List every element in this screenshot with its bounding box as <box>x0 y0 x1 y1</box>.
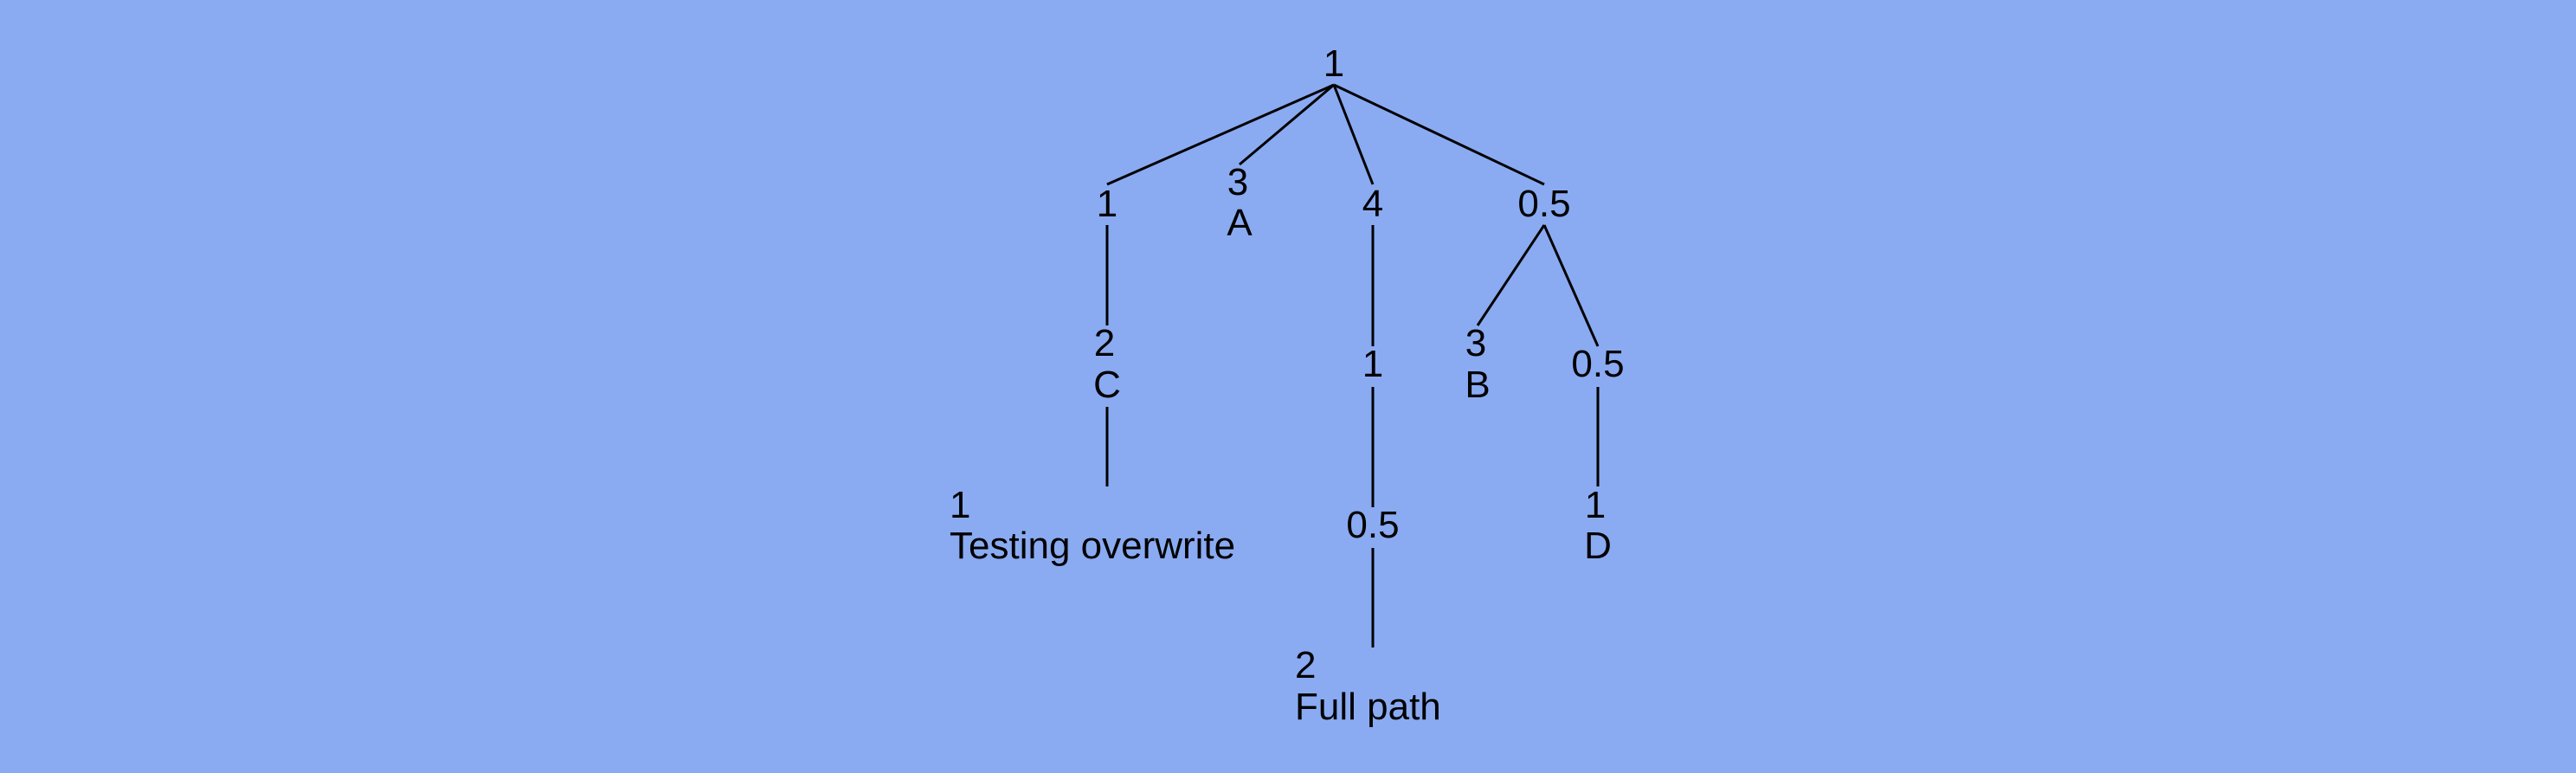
node-n1-value: 1 <box>1097 183 1117 225</box>
node-n10: 0.5 <box>1346 504 1399 546</box>
node-n9-value: 1 <box>950 484 970 526</box>
node-n9-label: Testing overwrite <box>950 525 1235 567</box>
node-n6: 1 <box>1362 343 1383 385</box>
node-n7: 3 <box>1465 322 1486 364</box>
node-n5: 2 <box>1094 322 1115 364</box>
edge-n4-n8 <box>1542 224 1600 347</box>
node-n5: C <box>1093 364 1121 406</box>
node-n12: Full path <box>1295 686 1441 728</box>
edge-root-n2 <box>1239 83 1335 166</box>
edge-root-n3 <box>1332 84 1375 185</box>
node-n7: B <box>1465 364 1490 406</box>
node-n10-value: 0.5 <box>1346 504 1399 546</box>
tree-edges <box>1105 83 1600 647</box>
node-n2-value: 3 <box>1227 161 1248 203</box>
node-n4: 0.5 <box>1517 183 1570 225</box>
node-n8-value: 0.5 <box>1571 343 1624 385</box>
node-n2: 3 <box>1227 161 1248 203</box>
node-n7-value: 3 <box>1465 322 1486 364</box>
node-n8: 0.5 <box>1571 343 1624 385</box>
node-n9: 1 <box>950 484 970 526</box>
node-n5-label: C <box>1093 364 1121 406</box>
node-n12-label: Full path <box>1295 686 1441 728</box>
node-n7-label: B <box>1465 364 1490 406</box>
node-n4-value: 0.5 <box>1517 183 1570 225</box>
node-n2-label: A <box>1227 202 1253 244</box>
node-n6-value: 1 <box>1362 343 1383 385</box>
node-n12: 2 <box>1295 644 1316 686</box>
node-n12-value: 2 <box>1295 644 1316 686</box>
node-n11-label: D <box>1584 525 1612 567</box>
node-n5-value: 2 <box>1094 322 1115 364</box>
node-n11: D <box>1584 525 1612 567</box>
edge-root-n4 <box>1333 83 1545 186</box>
node-n2: A <box>1227 202 1253 244</box>
node-n3-value: 4 <box>1362 183 1383 225</box>
node-n11: 1 <box>1585 484 1606 526</box>
node-root-value: 1 <box>1323 42 1344 85</box>
node-n3: 4 <box>1362 183 1383 225</box>
node-n11-value: 1 <box>1585 484 1606 526</box>
tree-nodes: 1 1 3 A 4 0.5 2 C 1 3 B 0.5 1 Testing ov… <box>950 42 1625 728</box>
node-n9: Testing overwrite <box>950 525 1235 567</box>
node-root: 1 <box>1323 42 1344 85</box>
edge-n4-n7 <box>1476 224 1546 326</box>
edge-root-n1 <box>1106 83 1335 186</box>
node-n1: 1 <box>1097 183 1117 225</box>
